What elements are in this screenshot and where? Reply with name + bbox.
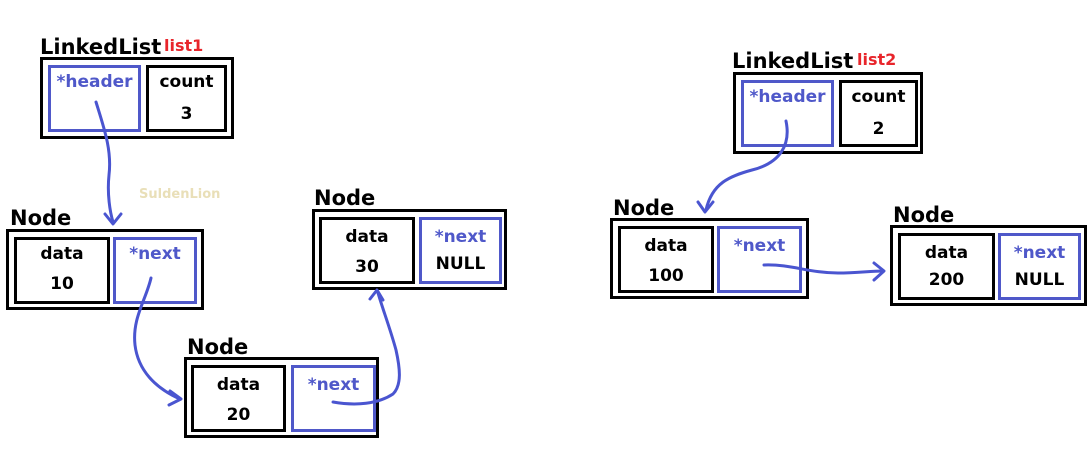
node-20-data-value: 20: [226, 405, 251, 425]
node-100-data-value: 100: [648, 266, 684, 286]
node-20-data-cell: data 20: [191, 365, 286, 432]
list1-struct: *header count 3: [40, 57, 234, 139]
node-30: data 30 *next NULL: [312, 209, 507, 290]
list2-tag: list2: [857, 50, 897, 69]
arrow-node10-next-to-node20: [133, 276, 182, 401]
node-20-data-label: data: [216, 375, 261, 395]
node-20-next-cell: *next: [291, 365, 376, 432]
watermark: SuldenLion: [139, 187, 221, 202]
list1-count-value: 3: [180, 104, 193, 124]
list1-header-cell: *header: [48, 65, 141, 132]
list1-count-cell: count 3: [146, 65, 227, 132]
node-10-next-cell: *next: [113, 237, 197, 304]
node-30-data-label: data: [345, 227, 389, 247]
node-10: data 10 *next: [6, 229, 204, 310]
node-200-data-value: 200: [928, 270, 965, 290]
list1-tag: list1: [164, 36, 204, 55]
node-200: data 200 *next NULL: [890, 225, 1087, 306]
node-200-next-cell: *next NULL: [998, 233, 1081, 300]
node-10-next-label: *next: [129, 244, 181, 264]
node-30-data-cell: data 30: [319, 217, 415, 284]
list1-header-label: *header: [56, 72, 133, 92]
list2-header-label: *header: [749, 87, 826, 107]
node-30-null-value: NULL: [435, 254, 486, 274]
list2-count-label: count: [851, 87, 906, 107]
list1-count-label: count: [159, 72, 214, 92]
node-10-title: Node: [10, 206, 72, 230]
list2-header-cell: *header: [741, 80, 834, 147]
node-200-null-value: NULL: [1014, 270, 1065, 290]
node-100-data-cell: data 100: [618, 226, 714, 293]
list2-title: LinkedList: [732, 49, 854, 73]
node-10-data-cell: data 10: [14, 237, 110, 304]
node-200-next-label: *next: [1013, 243, 1066, 263]
arrowhead-node10-next: [167, 389, 183, 407]
node-30-next-label: *next: [434, 227, 487, 247]
node-10-data-label: data: [40, 244, 84, 264]
node-100: data 100 *next: [610, 218, 809, 299]
arrowhead-node20-next: [368, 288, 385, 302]
list2-count-cell: count 2: [839, 80, 918, 147]
node-20-title: Node: [187, 335, 249, 359]
node-200-title: Node: [893, 203, 955, 227]
node-30-data-value: 30: [355, 257, 379, 277]
list2-count-value: 2: [872, 119, 885, 139]
arrowhead-list1-header: [103, 212, 123, 226]
node-10-data-value: 10: [50, 274, 74, 294]
arrow-list2-header-to-node100: [704, 119, 789, 212]
node-100-next-label: *next: [733, 236, 786, 256]
arrowhead-node100-next: [872, 261, 886, 282]
node-20: data 20 *next: [184, 357, 379, 438]
node-20-next-label: *next: [307, 375, 360, 395]
node-200-data-cell: data 200: [898, 233, 995, 300]
node-100-title: Node: [613, 196, 675, 220]
node-30-next-cell: *next NULL: [419, 217, 502, 284]
node-30-title: Node: [314, 186, 376, 210]
node-100-data-label: data: [644, 236, 688, 256]
list2-struct: *header count 2: [733, 72, 923, 154]
arrow-node20-next-to-node30: [331, 291, 401, 406]
arrow-node100-next-to-node200: [762, 263, 885, 275]
node-200-data-label: data: [924, 243, 969, 263]
node-100-next-cell: *next: [717, 226, 802, 293]
arrow-list1-header-to-node10: [94, 100, 115, 224]
arrowhead-list2-header: [696, 200, 715, 214]
list1-title: LinkedList: [40, 35, 162, 59]
